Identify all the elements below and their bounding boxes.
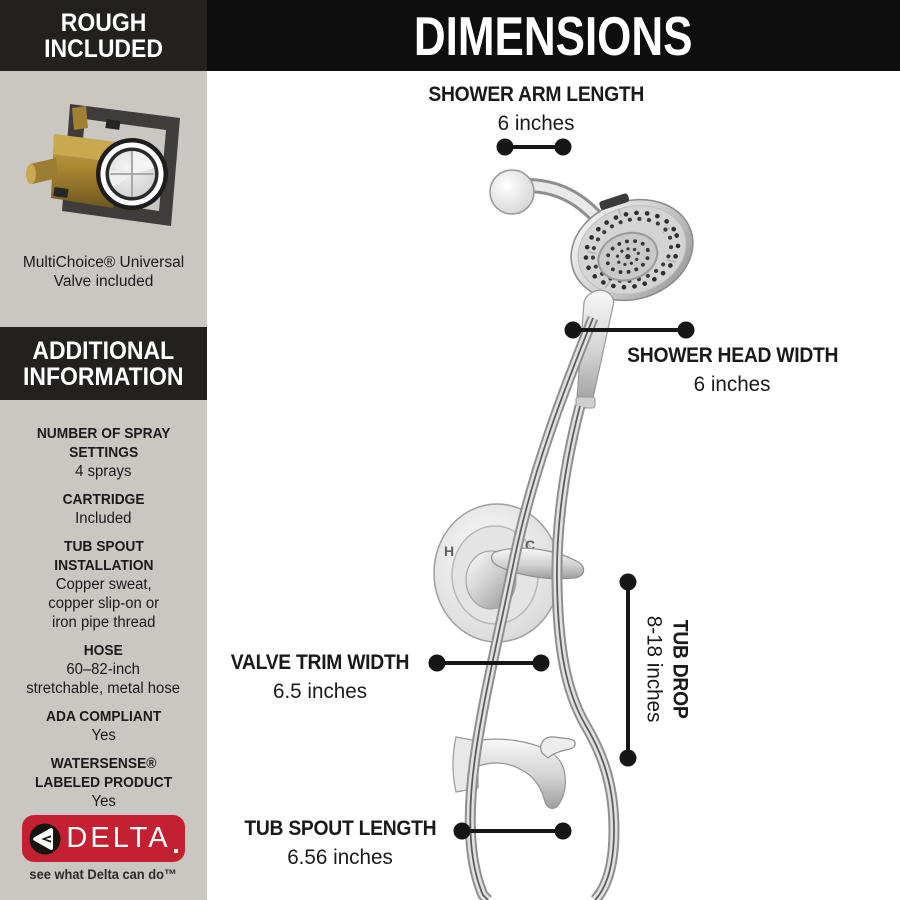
delta-tagline: see what Delta can do™ <box>29 866 178 882</box>
dimension-tub-spout-length: TUB SPOUT LENGTH 6.56 inches <box>228 817 452 869</box>
spec-label: HOSE <box>83 642 124 659</box>
dimension-label: TUB DROP <box>668 620 692 719</box>
spec-spray-settings: NUMBER OF SPRAY SETTINGS 4 sprays <box>8 424 199 481</box>
shower-arm-leader <box>496 138 572 156</box>
delta-triangle-icon <box>29 822 61 855</box>
info-sidebar: ROUGH INCLUDED MultiChoice® Universal Va… <box>0 0 207 900</box>
dimension-tub-drop: TUB DROP 8-18 inches <box>643 595 692 745</box>
tub-drop-leader <box>619 573 637 767</box>
spec-tub-spout-installation: TUB SPOUT INSTALLATION Copper sweat, cop… <box>8 537 199 632</box>
delta-brand-text: DELTA <box>66 822 171 854</box>
shower-head-leader <box>564 321 695 339</box>
rough-valve-image <box>26 104 180 226</box>
dimension-value: 8-18 inches <box>642 616 667 723</box>
valve-caption: MultiChoice® Universal Valve included <box>22 254 185 290</box>
spec-value: Included <box>75 510 132 527</box>
dimension-value: 6 inches <box>694 372 771 396</box>
spec-value: 60–82-inch stretchable, metal hose <box>26 661 181 697</box>
dimension-label: SHOWER HEAD WIDTH <box>626 344 839 367</box>
dimension-valve-trim-width: VALVE TRIM WIDTH 6.5 inches <box>208 651 432 703</box>
valve-clip-top <box>105 119 121 130</box>
spec-value: Copper sweat, copper slip-on or iron pip… <box>48 576 159 631</box>
shower-hose <box>464 315 620 900</box>
spec-value: 4 sprays <box>75 463 132 480</box>
spec-value: Yes <box>91 727 116 744</box>
spec-label: ADA COMPLIANT <box>45 708 162 725</box>
dimension-label: VALVE TRIM WIDTH <box>230 651 410 674</box>
dimension-value: 6 inches <box>497 111 575 135</box>
shower-head <box>570 193 694 302</box>
registered-mark <box>173 849 178 853</box>
valve-cap-wedge1 <box>132 151 154 174</box>
tub-spout-leader <box>453 822 572 840</box>
hot-marking: H <box>444 543 454 559</box>
delta-logo: DELTA <box>22 815 185 862</box>
dimension-shower-head-width: SHOWER HEAD WIDTH 6 inches <box>600 344 865 396</box>
shower-arm <box>489 169 609 230</box>
valve-pipe-top <box>72 106 88 130</box>
spec-value: Yes <box>91 793 116 810</box>
spec-label: CARTRIDGE <box>62 491 145 508</box>
valve-cap-lines <box>110 151 154 197</box>
valve-clip-bottom <box>53 187 69 198</box>
spec-cartridge: CARTRIDGE Included <box>8 490 199 528</box>
valve-trim-leader <box>428 654 550 672</box>
additional-information-title: ADDITIONAL INFORMATION <box>23 336 184 391</box>
dimensions-title-bar: DIMENSIONS <box>207 0 900 71</box>
handheld-wand <box>575 289 615 409</box>
rough-included-header: ROUGH INCLUDED <box>0 0 207 71</box>
spec-list: NUMBER OF SPRAY SETTINGS 4 sprays CARTRI… <box>8 424 199 820</box>
dimension-value: 6.5 inches <box>272 679 368 703</box>
spec-watersense: WATERSENSE® LABELED PRODUCT Yes <box>8 754 199 811</box>
valve-pipe-left <box>30 158 58 184</box>
dimension-leaders <box>428 138 695 840</box>
spec-hose: HOSE 60–82-inch stretchable, metal hose <box>8 641 199 698</box>
dimension-label: TUB SPOUT LENGTH <box>243 817 436 840</box>
spec-label: WATERSENSE® LABELED PRODUCT <box>34 755 173 791</box>
page-title: DIMENSIONS <box>414 4 693 67</box>
dimension-value: 6.56 inches <box>287 845 393 869</box>
head-mount-connector <box>599 193 630 210</box>
dimension-label: SHOWER ARM LENGTH <box>428 83 644 106</box>
valve-pipe-end <box>26 164 36 184</box>
dimension-shower-arm-length: SHOWER ARM LENGTH 6 inches <box>400 83 672 135</box>
rough-included-title: ROUGH INCLUDED <box>44 8 163 63</box>
spec-label: NUMBER OF SPRAY SETTINGS <box>36 425 171 461</box>
spec-label: TUB SPOUT INSTALLATION <box>53 538 154 574</box>
product-diagram: H C <box>428 138 695 900</box>
additional-information-header: ADDITIONAL INFORMATION <box>0 327 207 400</box>
cold-marking: C <box>525 537 535 553</box>
shower-arm-flange <box>489 169 535 215</box>
valve-body-facet <box>53 134 116 162</box>
spec-ada-compliant: ADA COMPLIANT Yes <box>8 707 199 745</box>
diverter-knob <box>540 736 576 759</box>
